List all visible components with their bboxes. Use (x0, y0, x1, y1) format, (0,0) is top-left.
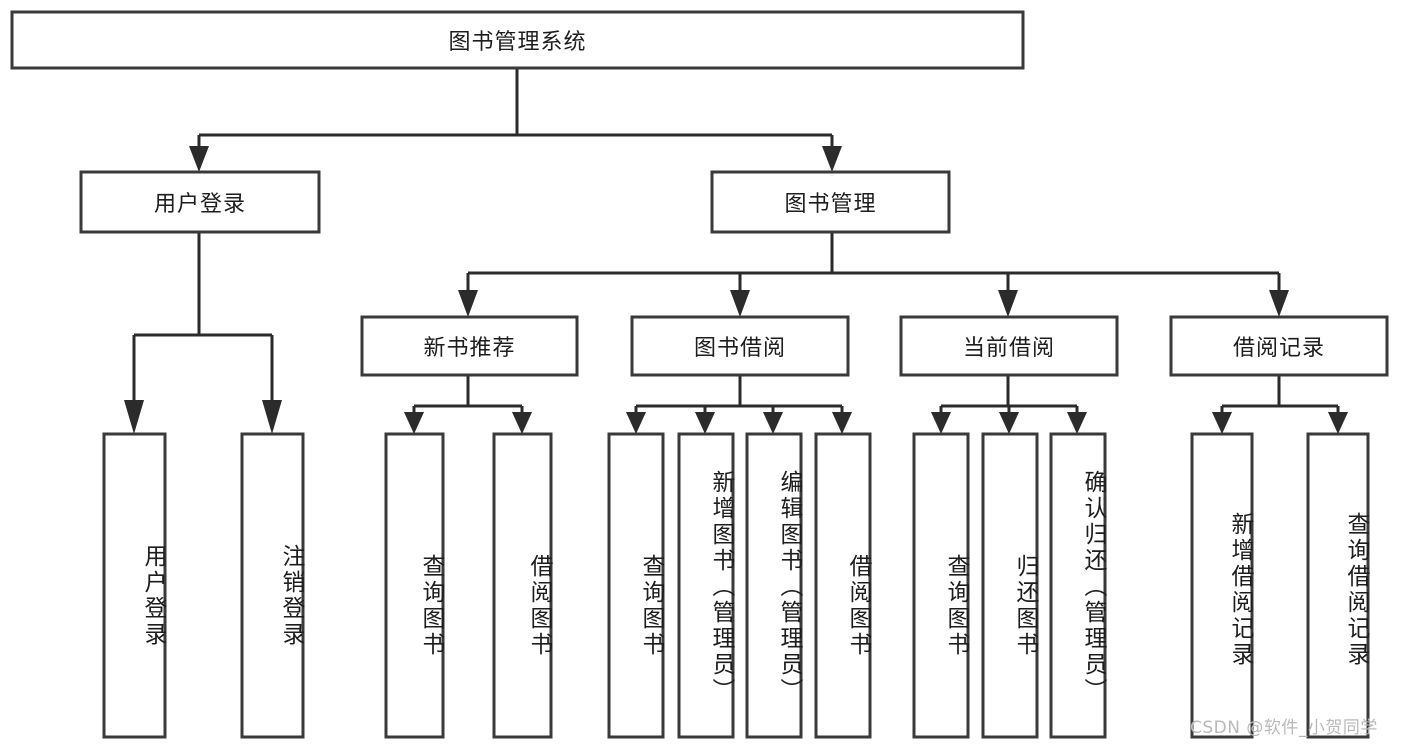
arrowhead-leaf-query-book-1 (404, 412, 424, 434)
node-box-leaf-query-book-1[interactable] (384, 432, 445, 739)
node-box-book-manage[interactable] (710, 170, 951, 234)
node-box-title[interactable] (10, 10, 1025, 70)
node-box-leaf-confirm-return[interactable] (1049, 432, 1107, 739)
arrowhead-leaf-borrow-book-1 (512, 412, 532, 434)
node-box-leaf-borrow-book-2[interactable] (814, 432, 872, 739)
node-box-leaf-edit-book[interactable] (745, 432, 803, 739)
arrowhead-borrow-record (1269, 290, 1289, 317)
arrowhead-leaf-query-book-2 (626, 412, 646, 434)
arrowhead-leaf-user-login (124, 400, 144, 434)
arrowhead-leaf-confirm-return (1067, 412, 1087, 434)
node-box-user-login[interactable] (79, 170, 321, 234)
arrowhead-new-book-recommend (458, 290, 478, 317)
csdn-watermark: CSDN @软件_小贺同学 (1190, 718, 1378, 738)
arrowhead-leaf-edit-book (763, 412, 783, 434)
arrowhead-book-borrow (730, 290, 750, 317)
arrowhead-current-borrow (998, 290, 1018, 317)
node-box-leaf-logout-login[interactable] (240, 432, 305, 739)
arrowhead-bookmanage (822, 146, 842, 172)
arrowhead-userlogin (189, 146, 209, 172)
node-box-group (10, 10, 1389, 739)
arrowhead-leaf-add-borrow-record (1212, 412, 1232, 434)
node-box-book-borrow[interactable] (630, 315, 850, 377)
arrowhead-leaf-return-book (999, 412, 1019, 434)
node-box-leaf-return-book[interactable] (981, 432, 1039, 739)
node-box-leaf-user-login[interactable] (102, 432, 167, 739)
arrowhead-leaf-logout-login (262, 400, 282, 434)
node-box-leaf-query-borrow-record[interactable] (1306, 432, 1370, 739)
node-box-leaf-query-book-2[interactable] (607, 432, 665, 739)
node-box-leaf-query-book-3[interactable] (912, 432, 970, 739)
node-box-current-borrow[interactable] (899, 315, 1119, 377)
node-box-leaf-add-book[interactable] (677, 432, 735, 739)
arrowhead-leaf-query-borrow-record (1328, 412, 1348, 434)
connector-group (124, 68, 1348, 434)
node-box-borrow-record[interactable] (1169, 315, 1389, 377)
node-box-new-book-recommend[interactable] (360, 315, 579, 377)
arrowhead-leaf-borrow-book-2 (832, 412, 852, 434)
arrowhead-leaf-add-book (695, 412, 715, 434)
arrowhead-leaf-query-book-3 (931, 412, 951, 434)
node-box-leaf-borrow-book-1[interactable] (492, 432, 553, 739)
node-box-leaf-add-borrow-record[interactable] (1190, 432, 1254, 739)
